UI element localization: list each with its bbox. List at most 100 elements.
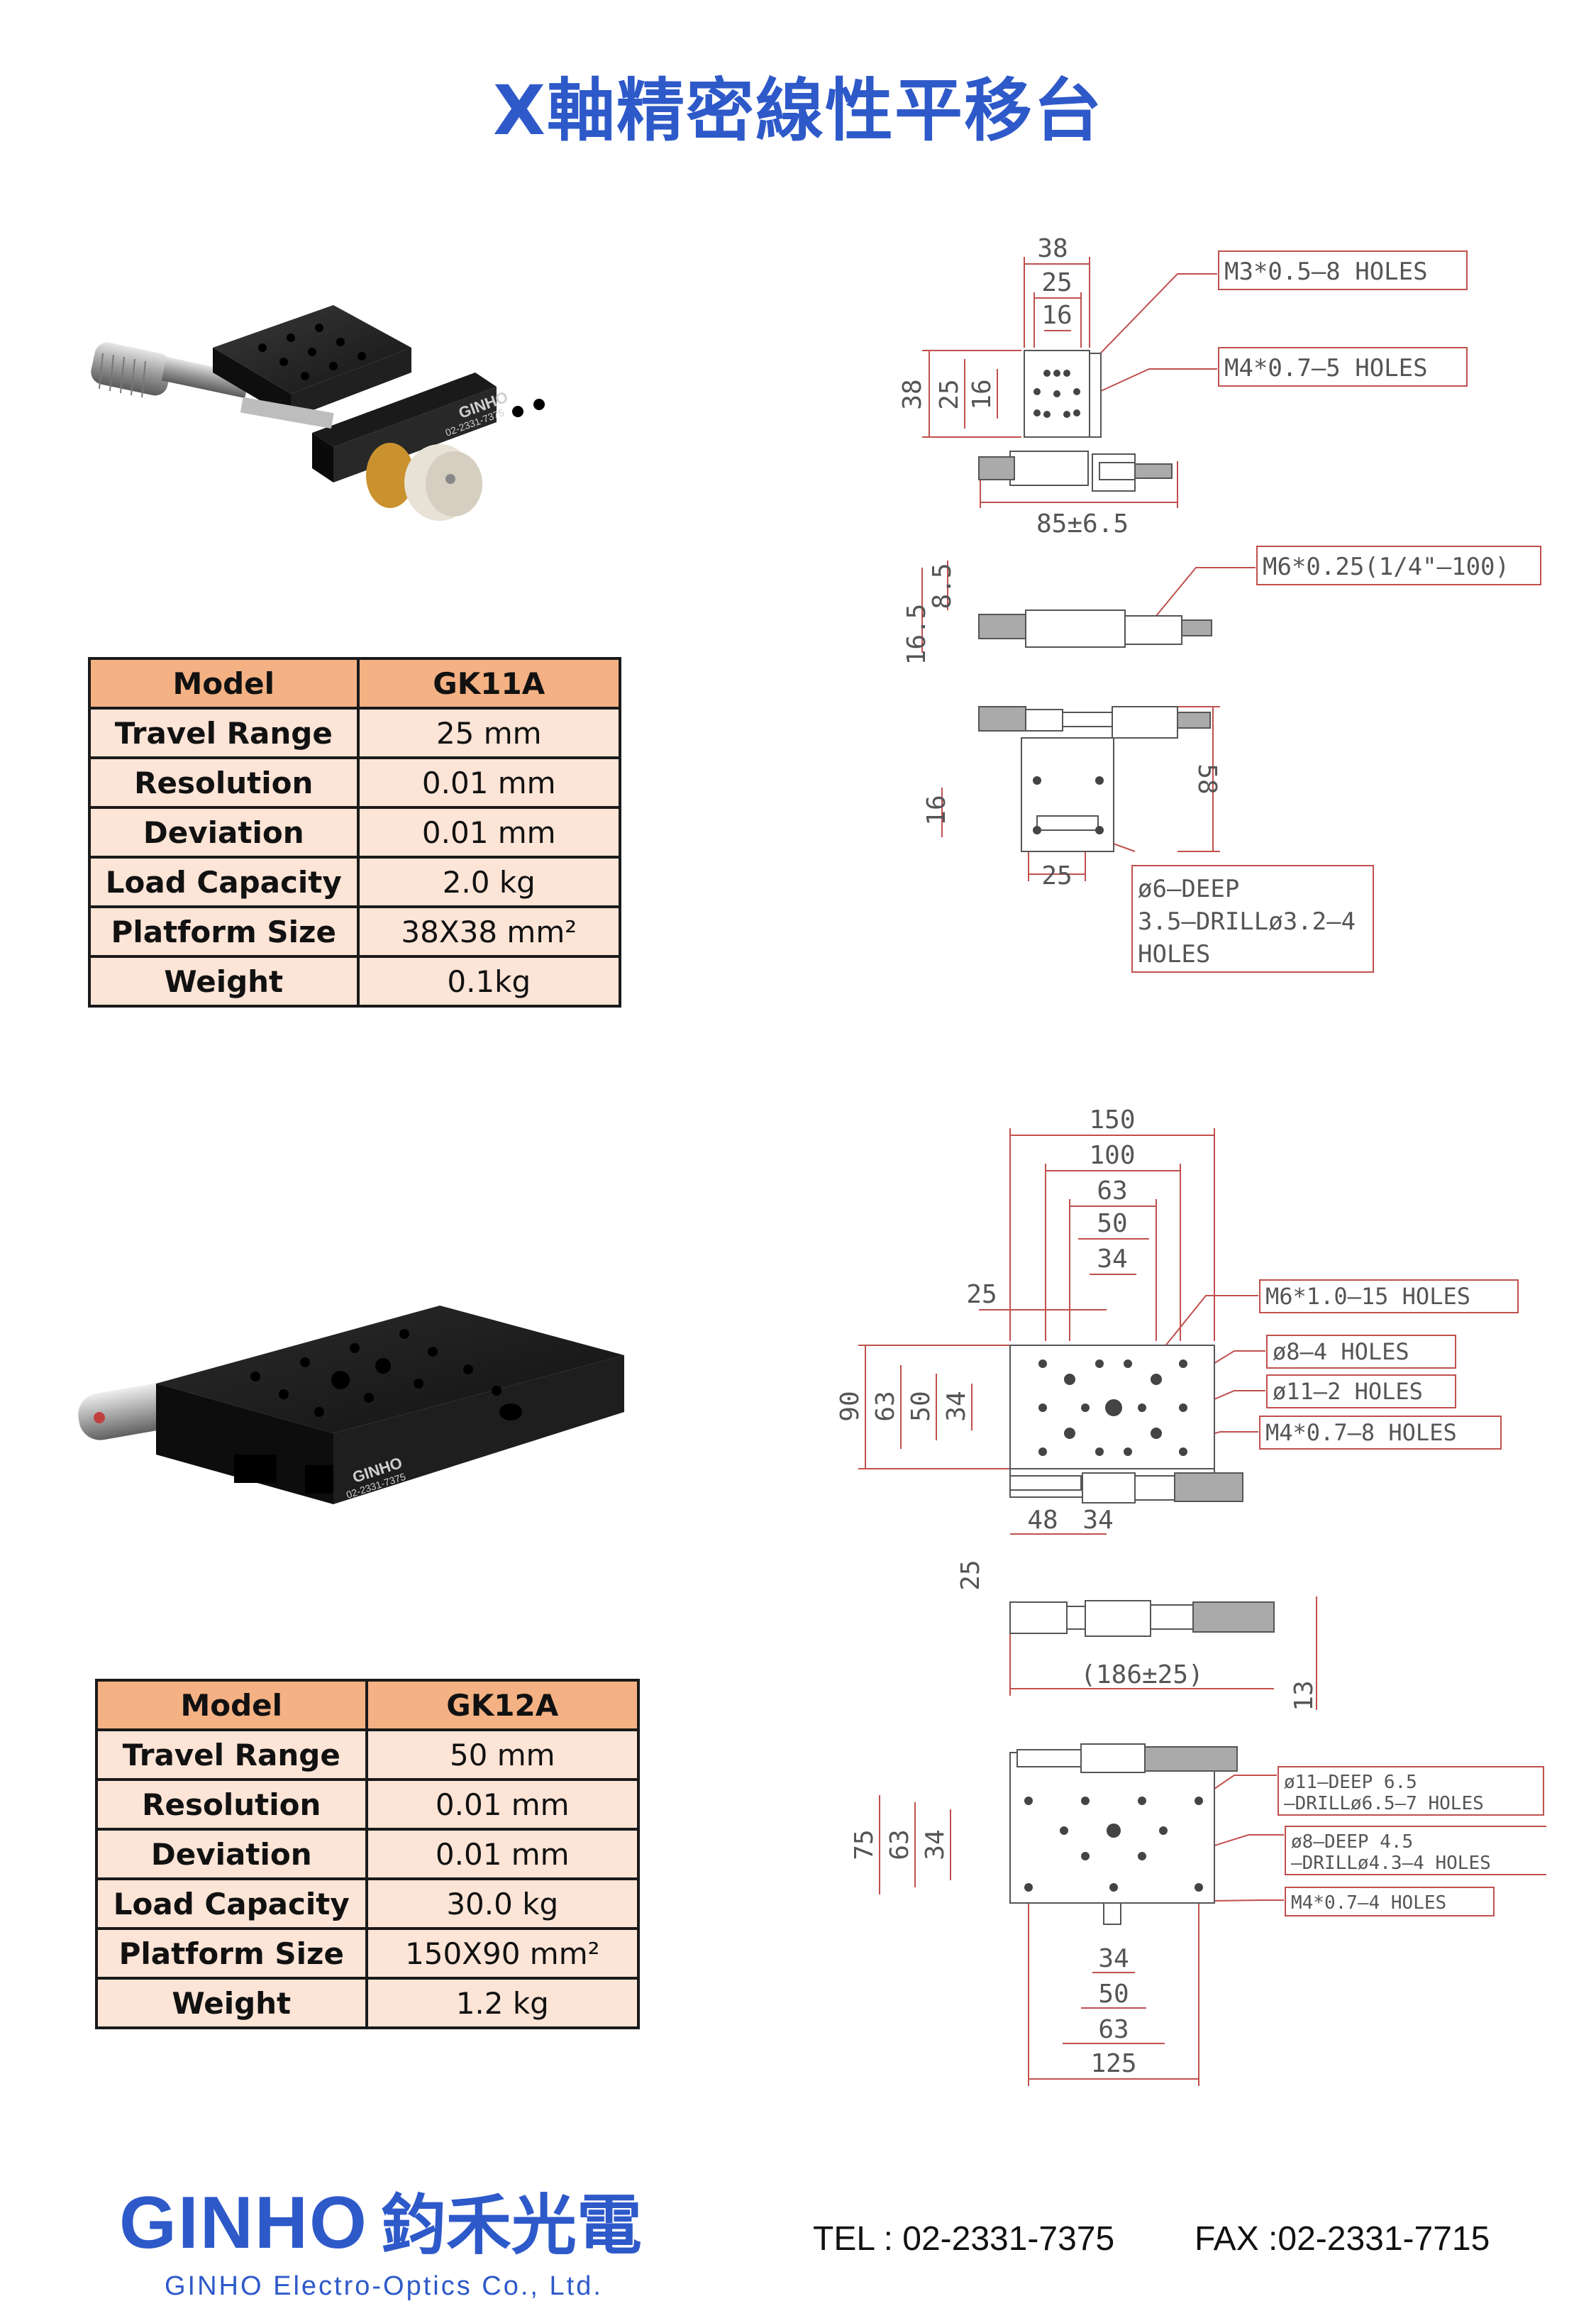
- callout-label: –DRILLø6.5–7 HOLES: [1284, 1793, 1484, 1814]
- spec-value: 0.01 mm: [356, 756, 622, 809]
- callout-label: M3*0.5–8 HOLES: [1224, 258, 1428, 286]
- dim-label: 63: [885, 1829, 914, 1860]
- page-title: X軸精密線性平移台: [492, 71, 1103, 150]
- callout-label: –DRILLø4.3–4 HOLES: [1291, 1853, 1491, 1874]
- callout-label: ø11–DEEP 6.5: [1284, 1772, 1417, 1793]
- footer-fax: FAX :02-2331-7715: [1195, 2220, 1490, 2258]
- product-photo-gk11a: GINHO 02-2331-7375: [91, 305, 545, 521]
- callout-label: ø8–4 HOLES: [1273, 1338, 1409, 1365]
- spec-value: 0.01 mm: [356, 806, 622, 859]
- callout-label: ø8–DEEP 4.5: [1291, 1831, 1413, 1853]
- dim-label: 25: [935, 379, 964, 409]
- dim-label: 13: [1290, 1680, 1319, 1711]
- spec-value: 2.0 kg: [356, 856, 622, 908]
- spec-value: 0.01 mm: [365, 1828, 641, 1880]
- dim-label: 100: [1089, 1141, 1135, 1170]
- spec-value: 0.01 mm: [365, 1778, 641, 1831]
- dim-label: 50: [1097, 1209, 1127, 1238]
- spec-label: Platform Size: [95, 1927, 368, 1980]
- dim-label: 48: [1027, 1506, 1058, 1535]
- dim-label: 34: [921, 1829, 950, 1860]
- dim-label: (186±25): [1080, 1660, 1203, 1689]
- spec-label: Travel Range: [88, 707, 360, 759]
- spec-label: Resolution: [95, 1778, 368, 1831]
- dim-label: 25: [956, 1560, 985, 1590]
- dim-label: 125: [1090, 2049, 1136, 2078]
- dim-label: 85±6.5: [1036, 509, 1129, 539]
- dim-label: 16: [1041, 301, 1072, 330]
- dim-label: 16: [922, 795, 951, 825]
- spec-label: Weight: [88, 955, 360, 1008]
- dim-label: 63: [1098, 2015, 1129, 2044]
- callout-label: ø6–DEEP: [1138, 875, 1239, 903]
- company-name: GINHO Electro-Optics Co., Ltd.: [165, 2271, 603, 2301]
- spec-label: Load Capacity: [88, 856, 360, 908]
- dim-label: 38: [1037, 234, 1068, 263]
- spec-label: Load Capacity: [95, 1877, 368, 1930]
- dim-label: 150: [1089, 1105, 1135, 1135]
- spec-label: Deviation: [95, 1828, 368, 1880]
- dim-label: 63: [871, 1391, 900, 1421]
- dim-label: 8.5: [928, 563, 957, 609]
- dim-label: 58: [1192, 763, 1221, 794]
- dim-label: 34: [1097, 1245, 1127, 1274]
- callout-label: HOLES: [1138, 940, 1210, 969]
- spec-value: 30.0 kg: [365, 1877, 641, 1930]
- spec-label: Platform Size: [88, 905, 360, 958]
- brand-logo-cn: 鈞禾光電: [380, 2188, 642, 2263]
- dim-label: 75: [850, 1829, 879, 1860]
- dim-label: 90: [837, 1391, 865, 1421]
- dim-label: 25: [966, 1280, 997, 1309]
- dim-label: 63: [1097, 1176, 1127, 1206]
- spec-value: 0.1kg: [356, 955, 622, 1008]
- spec-label: Deviation: [88, 806, 360, 859]
- dim-label: 25: [1041, 268, 1072, 297]
- dim-label: 16.5: [902, 604, 931, 666]
- spec-value: 38X38 mm²: [356, 905, 622, 958]
- spec-value: 50 mm: [365, 1728, 641, 1781]
- brand-logo-en: GINHO: [119, 2182, 368, 2264]
- dim-label: 34: [942, 1391, 971, 1421]
- callout-label: M4*0.7–8 HOLES: [1265, 1419, 1457, 1446]
- spec-label: Model: [95, 1679, 368, 1731]
- callout-label: 3.5–DRILLø3.2–4: [1138, 907, 1356, 936]
- technical-drawing-gk11a: 38 25 16 38 25 16 85±6.5 8.5 16.5 58 16 …: [898, 234, 1541, 973]
- spec-label: Resolution: [88, 756, 360, 809]
- callout-label: ø11–2 HOLES: [1273, 1378, 1423, 1405]
- spec-value: 25 mm: [356, 707, 622, 759]
- technical-drawing-gk12a: 150 100 63 50 34 25 90 63 50 34 48 34 25…: [837, 1105, 1546, 2086]
- spec-label: Weight: [95, 1977, 368, 2029]
- spec-label: Model: [88, 657, 360, 710]
- dim-label: 16: [968, 379, 997, 409]
- dim-label: 38: [898, 379, 927, 409]
- callout-label: M4*0.7–4 HOLES: [1291, 1892, 1446, 1914]
- spec-label: Travel Range: [95, 1728, 368, 1781]
- dim-label: 50: [1098, 1980, 1129, 2009]
- footer-tel: TEL : 02-2331-7375: [813, 2220, 1115, 2258]
- product-photo-gk12a: GINHO 02-2331-7375: [78, 1306, 624, 1504]
- callout-label: M6*0.25(1/4"–100): [1263, 553, 1509, 581]
- callout-label: M4*0.7–5 HOLES: [1224, 354, 1428, 382]
- callout-label: M6*1.0–15 HOLES: [1265, 1283, 1470, 1310]
- dim-label: 50: [907, 1391, 936, 1421]
- spec-value: GK12A: [365, 1679, 641, 1731]
- spec-value: 150X90 mm²: [365, 1927, 641, 1980]
- dim-label: 34: [1082, 1506, 1113, 1535]
- dim-label: 34: [1098, 1944, 1129, 1973]
